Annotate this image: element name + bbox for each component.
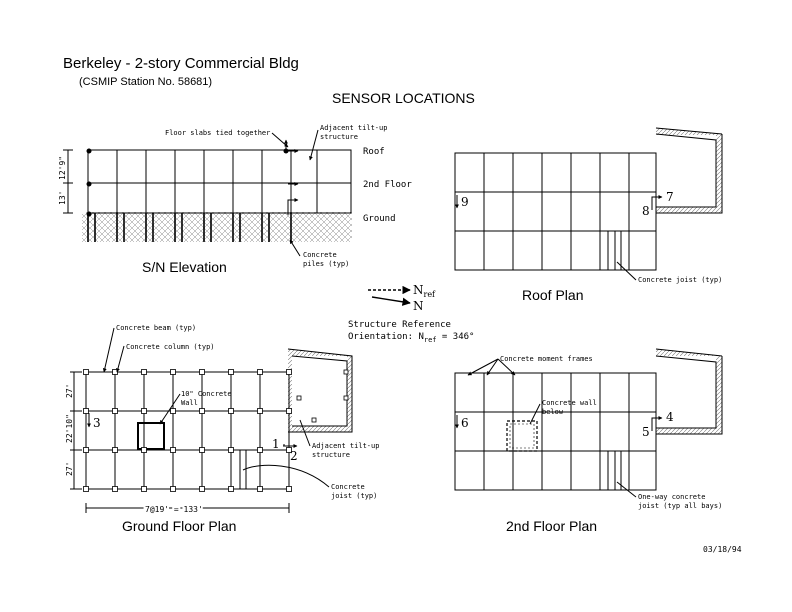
note-wall-2: Wall xyxy=(181,399,198,407)
sensor-3: 3 xyxy=(93,416,101,430)
sensor-8: 8 xyxy=(642,204,650,218)
note-adjacent-2: structure xyxy=(320,133,358,141)
orientation-line1: Structure Reference xyxy=(348,320,451,330)
sensor-7: 7 xyxy=(666,190,674,204)
column-marker xyxy=(83,447,89,453)
level-ground: Ground xyxy=(363,214,396,224)
note-joist-1: Concrete xyxy=(331,483,365,491)
column-marker xyxy=(228,408,234,414)
column-marker xyxy=(141,447,147,453)
ground-hatch xyxy=(82,212,352,242)
sensor-1: 1 xyxy=(272,437,280,451)
note-adjacent-1: Adjacent tilt-up xyxy=(312,442,379,450)
elevation-caption: S/N Elevation xyxy=(142,259,227,275)
column-marker xyxy=(170,486,176,492)
column-marker xyxy=(257,486,263,492)
column-marker xyxy=(257,447,263,453)
column-marker xyxy=(199,408,205,414)
drawing-date: 03/18/94 xyxy=(703,545,742,554)
sensor-locations-heading: SENSOR LOCATIONS xyxy=(332,90,475,106)
note-adjacent-2: structure xyxy=(312,451,350,459)
column-marker xyxy=(83,486,89,492)
level-2nd-floor: 2nd Floor xyxy=(363,180,412,190)
roof-plan-caption: Roof Plan xyxy=(522,287,583,303)
note-oneway-joist-2: joist (typ all bays) xyxy=(638,502,722,510)
sensor-9: 9 xyxy=(461,195,469,209)
sensor-4: 4 xyxy=(666,410,674,424)
sensor-6: 6 xyxy=(461,416,469,430)
ground-floor-plan: 3 1 2 27' 22'10" 27' 7@19' = 133' Concre… xyxy=(65,324,379,534)
sensor-5: 5 xyxy=(642,425,650,439)
column-marker xyxy=(228,369,234,375)
column-marker xyxy=(257,369,263,375)
column-marker xyxy=(257,408,263,414)
tiltup-column-marker xyxy=(343,369,349,375)
column-marker xyxy=(199,369,205,375)
orientation-line2-sub: ref xyxy=(424,336,437,344)
n-ref-sub: ref xyxy=(424,290,437,299)
column-marker xyxy=(112,447,118,453)
column-marker xyxy=(141,408,147,414)
orientation-indicator: Nref N Structure Reference Orientation: … xyxy=(348,283,474,344)
ground-floor-caption: Ground Floor Plan xyxy=(122,518,236,534)
dim-27-bottom: 27' xyxy=(65,462,74,476)
column-marker xyxy=(199,486,205,492)
tiltup-column-marker xyxy=(343,395,349,401)
station-subtitle: (CSMIP Station No. 58681) xyxy=(79,76,212,88)
note-concrete-column: Concrete column (typ) xyxy=(126,343,215,351)
sn-elevation: 12'9" 13' Roof 2nd Floor Ground Floor sl… xyxy=(58,124,412,275)
note-wall-below-1: Concrete wall xyxy=(542,399,597,407)
note-adjacent-1: Adjacent tilt-up xyxy=(320,124,387,132)
column-marker xyxy=(199,447,205,453)
sensor-2: 2 xyxy=(290,449,298,463)
column-marker xyxy=(228,447,234,453)
dim-upper-story: 12'9" xyxy=(58,156,67,180)
column-marker xyxy=(286,408,292,414)
roof-plan: 9 8 7 Concrete joist (typ) Roof Plan xyxy=(454,127,723,303)
column-marker xyxy=(112,369,118,375)
dim-22-10: 22'10" xyxy=(65,414,74,443)
n-ref-label: N xyxy=(413,283,424,297)
column-marker xyxy=(83,369,89,375)
column-marker xyxy=(112,408,118,414)
dim-lower-story: 13' xyxy=(58,191,67,205)
tiltup-column-marker xyxy=(311,417,317,423)
note-wall-1: 10" Concrete xyxy=(181,390,232,398)
note-piles-2: piles (typ) xyxy=(303,260,349,268)
note-concrete-beam: Concrete beam (typ) xyxy=(116,324,196,332)
column-marker xyxy=(170,408,176,414)
page-title: Berkeley - 2-story Commercial Bldg xyxy=(63,55,299,72)
orientation-line2-prefix: Orientation: N xyxy=(348,332,424,342)
column-marker xyxy=(170,369,176,375)
note-joist-2: joist (typ) xyxy=(331,492,377,500)
column-marker xyxy=(83,408,89,414)
dim-27-top: 27' xyxy=(65,384,74,398)
second-floor-plan: 6 5 4 Concrete moment frames Concrete wa… xyxy=(454,348,723,534)
note-roof-joist: Concrete joist (typ) xyxy=(638,276,722,284)
note-moment-frames: Concrete moment frames xyxy=(500,355,593,363)
note-oneway-joist-1: One-way concrete xyxy=(638,493,705,501)
column-marker xyxy=(228,486,234,492)
svg-text:Orientation: Nref = 346°: Orientation: Nref = 346° xyxy=(348,332,474,344)
n-label: N xyxy=(413,299,424,313)
column-marker xyxy=(141,369,147,375)
note-piles-1: Concrete xyxy=(303,251,337,259)
level-roof: Roof xyxy=(363,147,385,157)
column-marker xyxy=(170,447,176,453)
column-marker xyxy=(141,486,147,492)
column-marker xyxy=(112,486,118,492)
column-marker xyxy=(286,447,292,453)
column-marker xyxy=(286,486,292,492)
second-floor-caption: 2nd Floor Plan xyxy=(506,518,597,534)
tiltup-column-marker xyxy=(296,395,302,401)
svg-text:Nref: Nref xyxy=(413,283,436,299)
column-marker xyxy=(286,369,292,375)
note-floor-slabs: Floor slabs tied together xyxy=(165,129,270,137)
orientation-line2-suffix: = 346° xyxy=(437,332,475,342)
note-wall-below-2: below xyxy=(542,408,564,416)
dim-width: 7@19' = 133' xyxy=(145,505,203,514)
